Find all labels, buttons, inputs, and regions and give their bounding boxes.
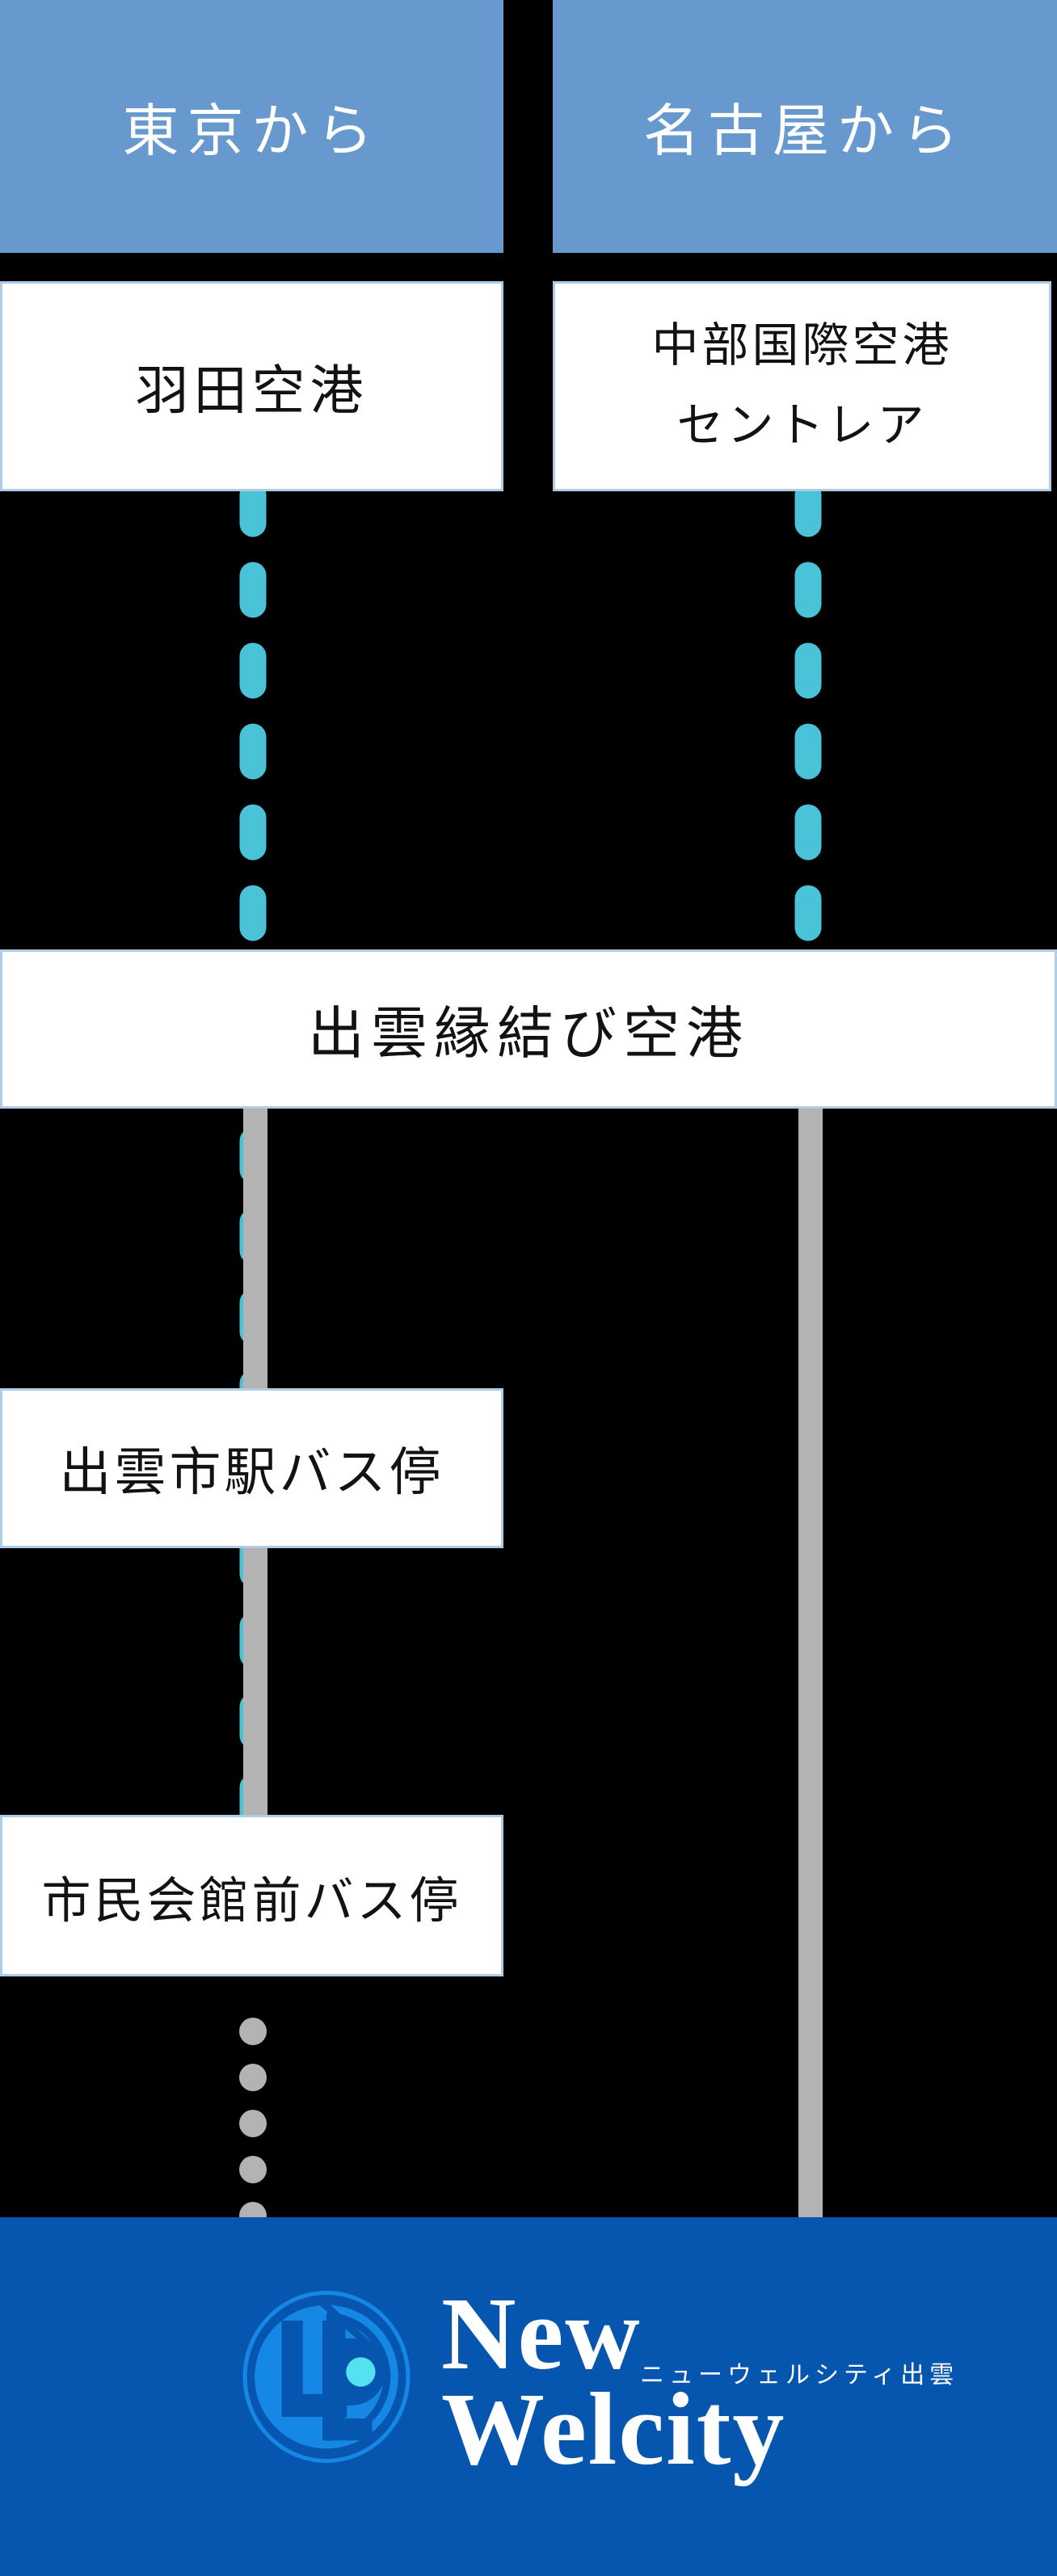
header-from-nagoya-label: 名古屋から (643, 101, 966, 163)
newwelcity-logo-icon (242, 2290, 411, 2463)
brand-line-new: New (441, 2276, 642, 2391)
node-chubu-centrair-line1: 中部国際空港 (651, 319, 953, 373)
walk-route-dot (239, 2110, 267, 2137)
brand-subtitle-japanese: ニューウェルシティ出雲 (640, 2362, 959, 2389)
brand-line-welcity: Welcity (441, 2371, 786, 2486)
node-izumo-station-bus-stop: 出雲市駅バス停 (0, 1388, 503, 1548)
node-chubu-centrair-airport: 中部国際空港 セントレア (553, 281, 1051, 491)
node-haneda-airport: 羽田空港 (0, 281, 503, 491)
bus-route-line-right (798, 1109, 823, 2217)
node-haneda-airport-label: 羽田空港 (135, 362, 368, 421)
flight-route-nagoya-dashed-line (794, 481, 822, 971)
bus-route-line-left-lower (243, 1548, 267, 1816)
node-izumo-enmusubi-airport-label: 出雲縁結び空港 (308, 1004, 749, 1066)
header-from-nagoya: 名古屋から (553, 0, 1057, 253)
header-from-tokyo-label: 東京から (122, 101, 381, 163)
walk-route-dot (239, 2064, 267, 2091)
walk-route-dot (239, 2018, 267, 2045)
node-civic-hall-bus-stop: 市民会館前バス停 (0, 1815, 503, 1976)
node-chubu-centrair-line2: セントレア (676, 399, 928, 452)
brand-wordmark: New Welcity (441, 2276, 786, 2486)
walk-route-dot (239, 2156, 267, 2183)
node-izumo-station-bus-stop-label: 出雲市駅バス停 (59, 1444, 444, 1501)
footer-brand-band: New Welcity ニューウェルシティ出雲 (0, 2217, 1057, 2576)
bus-route-line-left-upper (243, 1109, 267, 1388)
node-civic-hall-bus-stop-label: 市民会館前バス停 (41, 1874, 462, 1929)
header-from-tokyo: 東京から (0, 0, 503, 253)
node-izumo-enmusubi-airport: 出雲縁結び空港 (0, 949, 1057, 1109)
